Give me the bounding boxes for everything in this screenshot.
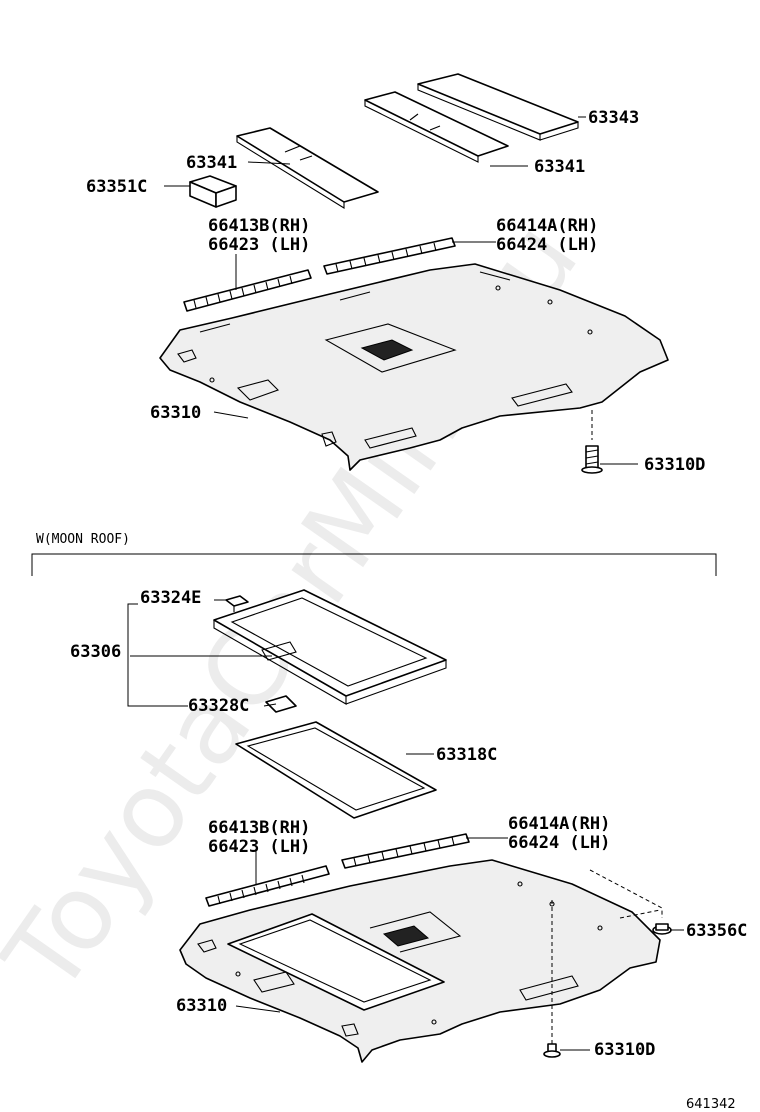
label-63343: 63343 [588, 108, 639, 128]
screw-63310d-lower[interactable] [543, 900, 561, 1058]
label-66424: 66424 (LH) [496, 235, 598, 255]
label-66423: 66423 (LH) [208, 235, 310, 255]
leader-lines-upper [164, 116, 638, 465]
frame-63306[interactable] [213, 589, 447, 705]
label-63310d-lower: 63310D [594, 1040, 655, 1060]
label-66414a-lower: 66414A(RH) [508, 814, 610, 834]
label-63341-left: 63341 [186, 153, 237, 173]
section-bracket [31, 553, 717, 576]
label-66413b: 66413B(RH) [208, 216, 310, 236]
label-63306: 63306 [70, 642, 121, 662]
screw-63310d-upper[interactable] [581, 410, 603, 474]
headliner-63310-lower[interactable] [179, 859, 661, 1063]
upper-section: 63343 63341 63341 63351C 66413B(RH) 6642… [86, 73, 705, 475]
block-63351c[interactable] [189, 175, 237, 208]
label-63310d: 63310D [644, 455, 705, 475]
label-63328c: 63328C [188, 696, 249, 716]
leader-lines-lower [127, 599, 684, 1051]
seal-63318c[interactable] [235, 721, 437, 819]
strip-66414a[interactable] [323, 237, 456, 275]
label-63341-right: 63341 [534, 157, 585, 177]
label-63310: 63310 [150, 403, 201, 423]
strip-66413b-lower[interactable] [205, 865, 330, 907]
clip-63328c[interactable] [265, 695, 297, 713]
strip-66413b[interactable] [183, 269, 312, 312]
lower-section: W(MOON ROOF) [31, 532, 747, 1063]
label-63356c: 63356C [686, 921, 747, 941]
label-66424-lower: 66424 (LH) [508, 833, 610, 853]
pad-63343[interactable] [417, 73, 579, 141]
clip-63324e[interactable] [225, 595, 249, 612]
label-63318c: 63318C [436, 745, 497, 765]
section-title-moon-roof: W(MOON ROOF) [36, 532, 130, 547]
strip-66414a-lower[interactable] [341, 833, 470, 869]
diagram-code: 641342 [686, 1097, 736, 1112]
pad-63341-right[interactable] [364, 91, 509, 163]
label-66414a: 66414A(RH) [496, 216, 598, 236]
headliner-63310-upper[interactable] [159, 263, 669, 471]
pad-63341-left[interactable] [236, 127, 379, 209]
label-63310-lower: 63310 [176, 996, 227, 1016]
label-66423-lower: 66423 (LH) [208, 837, 310, 857]
label-66413b-lower: 66413B(RH) [208, 818, 310, 838]
label-63351c: 63351C [86, 177, 147, 197]
label-63324e: 63324E [140, 588, 201, 608]
